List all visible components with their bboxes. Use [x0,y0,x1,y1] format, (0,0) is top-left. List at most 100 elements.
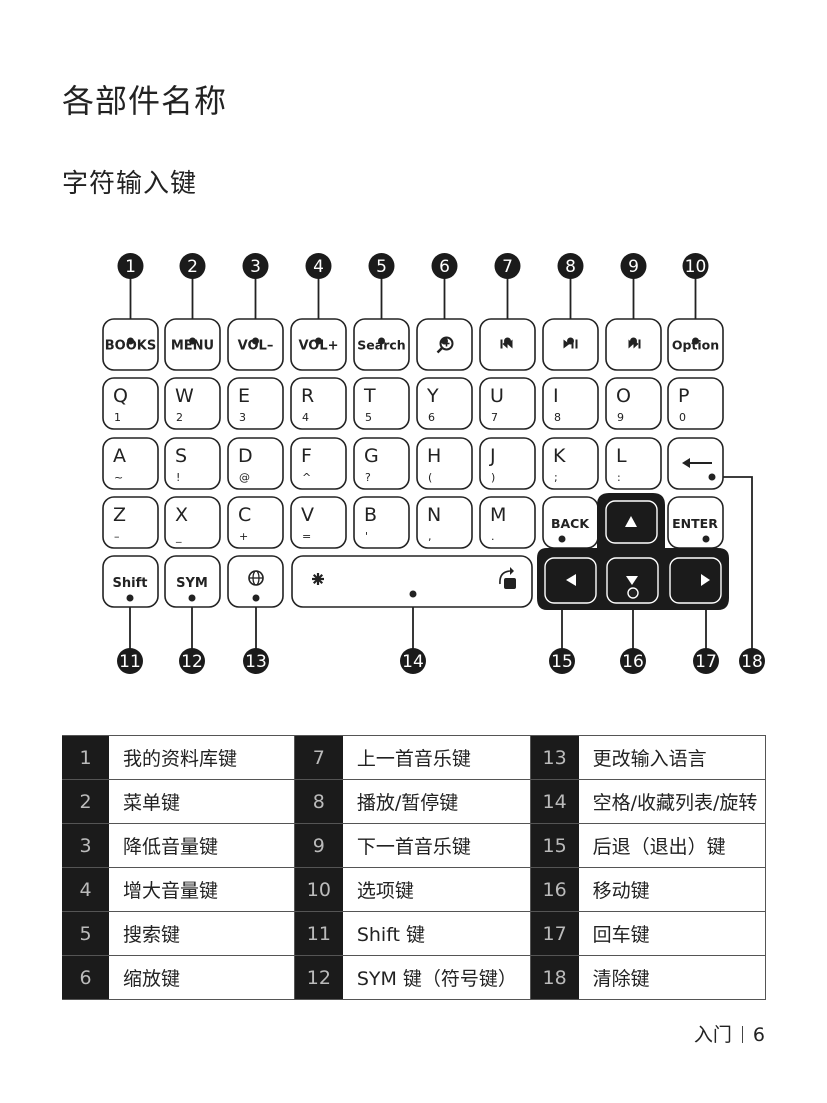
key-zxcv-sub-4: ' [365,530,368,543]
dpad-right[interactable] [669,557,722,604]
legend-description: 更改输入语言 [578,735,766,780]
callout-badge-18 [739,648,765,674]
key-qwerty-q[interactable] [102,377,159,430]
key-asdf-sub-6: ) [491,471,495,484]
legend-number: 9 [294,823,343,868]
right-arrow-icon [701,574,710,586]
key-qwerty-r[interactable] [290,377,347,430]
legend-number: 11 [294,911,343,956]
key-qwerty-p[interactable] [667,377,724,430]
key-asdf-g[interactable] [353,437,410,490]
key-asdf-f[interactable] [290,437,347,490]
key-qwerty-sub-8: 9 [617,411,624,424]
key-qwerty-main-7: I [553,385,559,407]
key-qwerty-main-4: T [363,385,376,407]
key-zxcv-c[interactable] [227,496,284,549]
legend-number: 15 [530,823,579,868]
key-zxcv-b[interactable] [353,496,410,549]
key-qwerty-u[interactable] [479,377,536,430]
key-qwerty-main-2: E [238,385,250,407]
callout-dot [702,535,710,543]
callout-dot [126,594,134,602]
key-asdf-j[interactable] [479,437,536,490]
legend-number: 7 [294,735,343,780]
key-asdf-main-5: H [427,445,441,467]
key-asdf-sub-2: @ [239,471,250,484]
key-zxcv-n[interactable] [416,496,473,549]
callout-dot [127,337,134,345]
callout-badge-3 [242,253,269,279]
key-zxcv-m[interactable] [479,496,536,549]
key-qwerty-y[interactable] [416,377,473,430]
legend-number: 10 [294,867,343,912]
key-qwerty-sub-3: 4 [302,411,309,424]
callout-number: 3 [250,257,261,277]
callout-number: 10 [685,257,707,277]
key-qwerty-e[interactable] [227,377,284,430]
key-asdf-h[interactable] [416,437,473,490]
callout-number: 14 [402,652,424,672]
key-qwerty-sub-4: 5 [365,411,372,424]
page-number: 6 [752,1024,765,1046]
key-zxcv-main-5: N [427,504,441,526]
key-asdf-d[interactable] [227,437,284,490]
legend-description: 降低音量键 [108,823,295,868]
key-top-label-2: VOL– [238,339,274,354]
sym-key-label: SYM [176,576,208,591]
legend-number: 8 [294,779,343,824]
key-zxcv-v[interactable] [290,496,347,549]
key-qwerty-main-6: U [490,385,504,407]
key-qwerty-o[interactable] [605,377,662,430]
key-qwerty-sub-0: 1 [114,411,121,424]
key-top-label-9: Option [672,338,719,353]
key-qwerty-w[interactable] [164,377,221,430]
page-title: 各部件名称 [62,82,228,120]
enter-key-label: ENTER [672,516,718,531]
language-key[interactable] [227,555,284,608]
callout-badge-16 [620,648,646,674]
callout-badge-2 [179,253,206,279]
legend-number: 17 [530,911,579,956]
callout-number: 7 [502,257,513,277]
key-zxcv-z[interactable] [102,496,159,549]
key-qwerty-main-8: O [616,385,631,407]
callout-dot [409,590,417,598]
key-asdf-sub-3: ^ [302,471,311,484]
key-asdf-main-2: D [238,445,253,467]
sym-key[interactable] [164,555,221,608]
callout-number: 4 [313,257,324,277]
key-top-label-0: BOOKS [105,339,156,354]
key-qwerty-i[interactable] [542,377,599,430]
callout-badge-15 [549,648,575,674]
key-qwerty-main-9: P [678,385,689,407]
key-zxcv-sub-5: , [428,530,432,543]
callout-dot [630,337,637,345]
key-asdf-l[interactable] [605,437,662,490]
key-zxcv-main-4: B [364,504,377,526]
legend-description: 空格/收藏列表/旋转 [578,779,766,824]
key-asdf-a[interactable] [102,437,159,490]
legend-description: 清除键 [578,955,766,1000]
space-key[interactable] [291,555,533,608]
key-qwerty-t[interactable] [353,377,410,430]
legend-description: SYM 键（符号键） [342,955,531,1000]
dpad-center-marker [627,587,639,599]
shift-key-label: Shift [113,576,148,591]
callout-dot [504,337,511,345]
key-asdf-s[interactable] [164,437,221,490]
section-title: 字符输入键 [62,169,198,199]
shift-key[interactable] [102,555,159,608]
key-zxcv-x[interactable] [164,496,221,549]
down-arrow-icon [626,576,638,585]
callout-number: 16 [622,652,644,672]
callout-number: 6 [439,257,450,277]
key-asdf-k[interactable] [542,437,599,490]
